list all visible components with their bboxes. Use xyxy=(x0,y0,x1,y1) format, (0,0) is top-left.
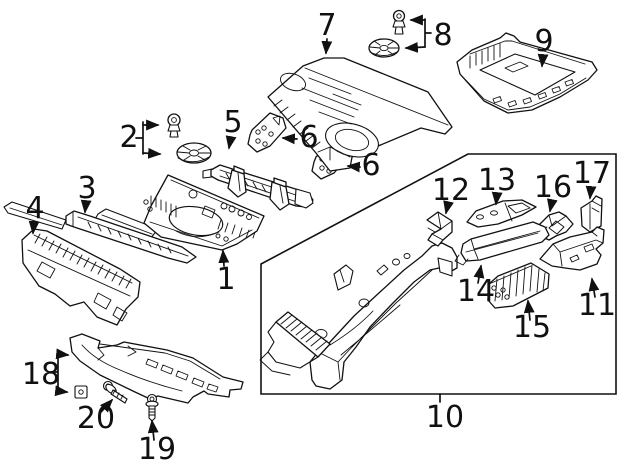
arrow-13 xyxy=(491,191,503,206)
corrugated-flange xyxy=(275,311,331,358)
callout-6-lower[interactable]: 6 xyxy=(361,148,380,183)
arrow-5 xyxy=(225,135,237,150)
part-19-bolt-drawing[interactable] xyxy=(145,393,159,422)
part-10-frame-rail-drawing[interactable] xyxy=(259,242,458,390)
bracket-8 xyxy=(424,18,432,48)
callout-2[interactable]: 2 xyxy=(119,120,138,155)
part-18-clip-drawing[interactable] xyxy=(74,385,88,399)
part-7-floor-panel-drawing[interactable] xyxy=(267,57,453,172)
arrow-7 xyxy=(321,38,333,55)
part-8-fastener-set-drawing[interactable] xyxy=(368,9,406,58)
callout-11[interactable]: 11 xyxy=(578,288,616,323)
part-1-floor-pan-drawing[interactable] xyxy=(143,174,265,251)
callout-15[interactable]: 15 xyxy=(513,310,551,345)
bracket-18 xyxy=(50,352,59,392)
arrow-9 xyxy=(537,53,549,68)
clip-head xyxy=(167,113,181,127)
callout-12[interactable]: 12 xyxy=(432,173,470,208)
grommet xyxy=(368,38,400,58)
spare-tire-well xyxy=(168,205,224,237)
callout-19[interactable]: 19 xyxy=(138,432,176,467)
part-20-bolt-drawing[interactable] xyxy=(102,380,128,404)
arrow-19 xyxy=(147,419,159,441)
callout-17[interactable]: 17 xyxy=(573,156,611,191)
part-5-crossmember-drawing[interactable] xyxy=(202,164,314,211)
part-3-crossmember-drawing[interactable] xyxy=(3,201,197,264)
part-9-support-tray-drawing[interactable] xyxy=(456,32,598,114)
comb-slots xyxy=(150,195,177,218)
arrow-11 xyxy=(588,277,600,298)
callout-4[interactable]: 4 xyxy=(25,191,44,226)
callout-13[interactable]: 13 xyxy=(478,163,516,198)
hatch-lines xyxy=(87,221,172,254)
callout-labels: 7 8 9 2 5 6 6 3 4 1 12 13 16 17 14 15 11… xyxy=(22,8,616,467)
arrow-3 xyxy=(80,199,92,214)
callout-20[interactable]: 20 xyxy=(77,401,115,436)
arrow-20 xyxy=(99,398,114,413)
wall-ribs xyxy=(469,42,501,69)
bracket-2 xyxy=(135,121,144,155)
corrugation-lines xyxy=(34,233,132,289)
part-13-plate-drawing[interactable] xyxy=(466,199,537,228)
arrow-12 xyxy=(443,200,454,215)
part-12-bracket-drawing[interactable] xyxy=(426,211,453,247)
part-2-fastener-set-drawing[interactable] xyxy=(167,113,212,164)
callout-8[interactable]: 8 xyxy=(433,18,452,53)
corrugation-lines xyxy=(280,314,328,351)
callout-18[interactable]: 18 xyxy=(22,357,60,392)
part-18-cover-drawing[interactable] xyxy=(69,333,244,404)
callout-6-upper[interactable]: 6 xyxy=(299,120,318,155)
callout-arrows xyxy=(28,14,600,441)
arrow-15 xyxy=(523,299,535,321)
part-11-bracket-panel-drawing[interactable] xyxy=(539,226,605,271)
callout-3[interactable]: 3 xyxy=(77,171,96,206)
hatch-lines xyxy=(273,99,321,149)
arrow-16 xyxy=(546,198,558,213)
callout-9[interactable]: 9 xyxy=(534,24,553,59)
arrow-6b xyxy=(346,161,361,173)
part-14-sill-channel-drawing[interactable] xyxy=(454,221,550,266)
part-6-bracket-upper-drawing[interactable] xyxy=(247,112,287,153)
arrow-17 xyxy=(585,185,597,200)
part-15-corrugated-plate-drawing[interactable] xyxy=(487,262,550,309)
callout-14[interactable]: 14 xyxy=(457,274,495,309)
callout-10[interactable]: 10 xyxy=(426,400,464,435)
arrow-1 xyxy=(218,249,230,267)
cover-ribs xyxy=(145,358,219,393)
floor-ribs xyxy=(217,219,256,239)
arrow-6a xyxy=(281,133,298,145)
arrow-14 xyxy=(473,264,485,284)
callout-1[interactable]: 1 xyxy=(216,262,235,297)
callout-7[interactable]: 7 xyxy=(317,8,336,43)
clip-head xyxy=(392,9,406,23)
callout-16[interactable]: 16 xyxy=(534,170,572,205)
callout-5[interactable]: 5 xyxy=(223,105,242,140)
part-17-bracket-drawing[interactable] xyxy=(580,195,603,233)
part-4-rear-panel-drawing[interactable] xyxy=(21,228,141,326)
panel-slots xyxy=(301,77,362,125)
arrow-4 xyxy=(28,220,40,235)
